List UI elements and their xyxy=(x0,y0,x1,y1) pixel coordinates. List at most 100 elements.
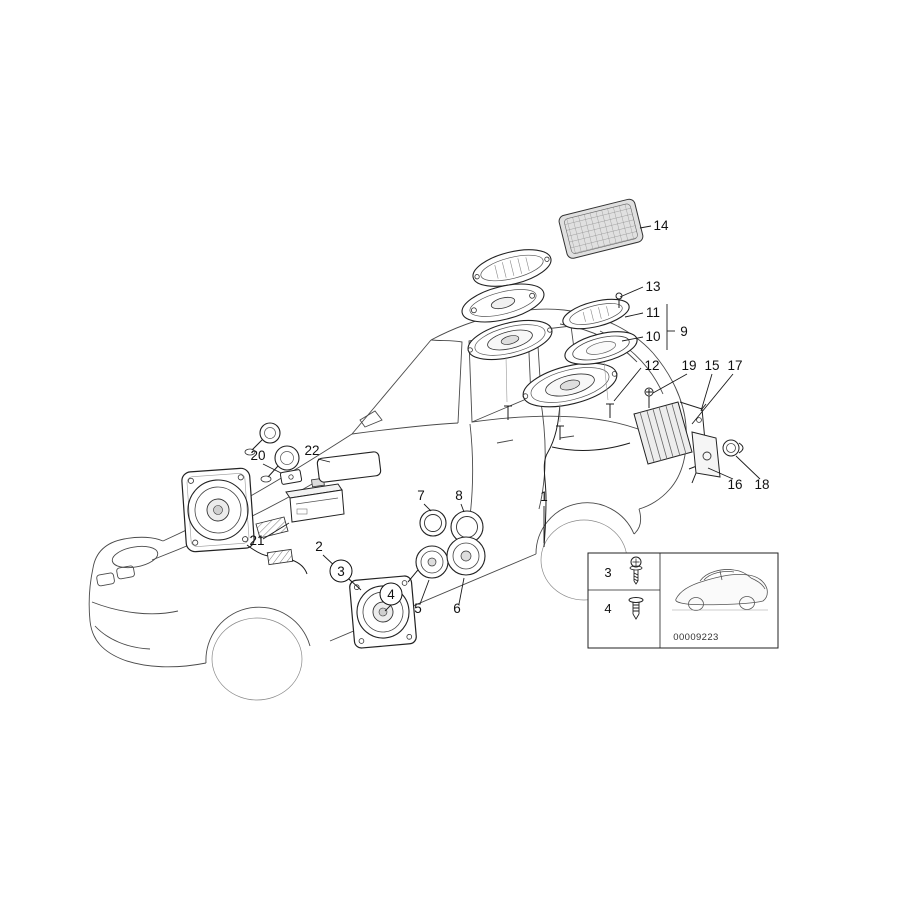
callout-5: 5 xyxy=(414,601,422,616)
cover-slots xyxy=(494,257,530,279)
round-speaker-5 xyxy=(415,545,449,579)
speaker-rim xyxy=(356,585,410,639)
wire-connector xyxy=(266,548,294,566)
leader-line-11 xyxy=(624,312,644,318)
car-line xyxy=(430,339,463,424)
speaker-dome xyxy=(559,379,581,391)
amp-fin xyxy=(639,411,655,463)
cover-screw xyxy=(470,307,477,314)
callout-20: 20 xyxy=(250,448,265,463)
thumb-pillar xyxy=(719,570,723,581)
tweeter-dome xyxy=(264,427,276,439)
grommet-inner xyxy=(726,443,736,453)
car-line xyxy=(351,339,432,435)
plate-screw xyxy=(401,580,408,586)
plate-hole xyxy=(702,451,712,461)
mounting-pin xyxy=(556,425,564,440)
bracket-hole xyxy=(288,474,294,480)
car-line xyxy=(351,422,459,435)
speaker-ring xyxy=(474,324,546,356)
car-line xyxy=(205,606,311,664)
speaker-dome xyxy=(460,550,472,562)
callout-16: 16 xyxy=(727,477,742,492)
cover-center-hole xyxy=(490,296,516,310)
thumb-window xyxy=(703,571,735,581)
harness-wire xyxy=(543,401,561,548)
car-line xyxy=(92,536,164,569)
amp-fin xyxy=(671,403,687,455)
amplifier-assembly xyxy=(633,387,744,484)
ring-inner xyxy=(424,514,442,532)
leader-line-14 xyxy=(639,225,652,229)
callout-4: 4 xyxy=(387,587,395,602)
speaker-dome xyxy=(378,607,388,617)
grommet-outer xyxy=(722,439,740,457)
ring-center xyxy=(586,341,616,355)
car-front-wheel xyxy=(211,617,303,701)
plate-screw xyxy=(358,638,365,644)
speaker-dome xyxy=(213,505,223,515)
thumb-trunk xyxy=(750,577,766,590)
callout-17: 17 xyxy=(727,358,742,373)
callout-14: 14 xyxy=(653,218,669,233)
car-thumbnail xyxy=(672,569,768,611)
car-headlight xyxy=(111,545,159,569)
leader-line-22 xyxy=(317,458,331,463)
callout-19: 19 xyxy=(681,358,696,373)
leader-line-5 xyxy=(419,579,430,605)
label-plate xyxy=(316,451,382,483)
leader-line-8 xyxy=(460,503,465,513)
ring-inner xyxy=(572,335,630,361)
callout-3-circle xyxy=(329,559,353,583)
alignment-line xyxy=(603,361,609,401)
callout-4-circle xyxy=(379,582,403,606)
tweeter-base xyxy=(260,475,272,483)
speaker-plate-inner xyxy=(186,473,250,547)
amp-fin xyxy=(652,408,668,460)
leader-line-13 xyxy=(619,286,644,298)
clip-icon xyxy=(628,597,644,620)
callout-21: 21 xyxy=(249,533,264,548)
thumb-wheel xyxy=(688,597,704,611)
screw-shaft xyxy=(633,570,639,585)
callout-15: 15 xyxy=(704,358,719,373)
callout-10: 10 xyxy=(645,329,660,344)
tweeters xyxy=(244,422,300,483)
car-door-seam xyxy=(538,395,546,510)
grommet-side xyxy=(738,442,744,454)
plate-screw xyxy=(353,584,360,590)
tweeter-rim xyxy=(274,445,300,471)
grommet-18 xyxy=(722,439,744,457)
screw-head xyxy=(630,556,642,568)
car-grille xyxy=(96,572,115,587)
callout-2: 2 xyxy=(315,539,323,554)
speaker-screw xyxy=(467,347,473,353)
amplifier-fins xyxy=(639,403,687,463)
amp-fin xyxy=(646,410,662,462)
diagram-code: 00009223 xyxy=(673,632,718,643)
callout-8: 8 xyxy=(455,488,463,503)
screw-cross xyxy=(646,389,652,395)
assembly-alignment-lines xyxy=(505,356,609,422)
leader-line-7 xyxy=(423,503,432,512)
callout-13: 13 xyxy=(645,279,660,294)
speaker-wire xyxy=(291,559,308,575)
leader-line-12 xyxy=(613,367,642,402)
radio-slot xyxy=(295,497,339,505)
car-bumper-line xyxy=(91,601,179,615)
speaker-dome xyxy=(427,557,437,567)
trim-ring-7 xyxy=(419,509,447,537)
car-grille xyxy=(116,565,135,580)
plate-screw xyxy=(406,634,413,640)
harness-branch-wire xyxy=(551,442,631,451)
hatched-connector xyxy=(255,516,289,539)
car-line xyxy=(88,567,207,668)
tweeter-rim xyxy=(259,422,281,444)
cover-screw xyxy=(544,256,550,262)
inset-item-3-label: 3 xyxy=(604,565,611,580)
screw-icon xyxy=(629,556,643,585)
car-line xyxy=(633,508,642,535)
clip-stem xyxy=(632,602,640,620)
rear-oval-speaker-upper xyxy=(467,319,553,361)
